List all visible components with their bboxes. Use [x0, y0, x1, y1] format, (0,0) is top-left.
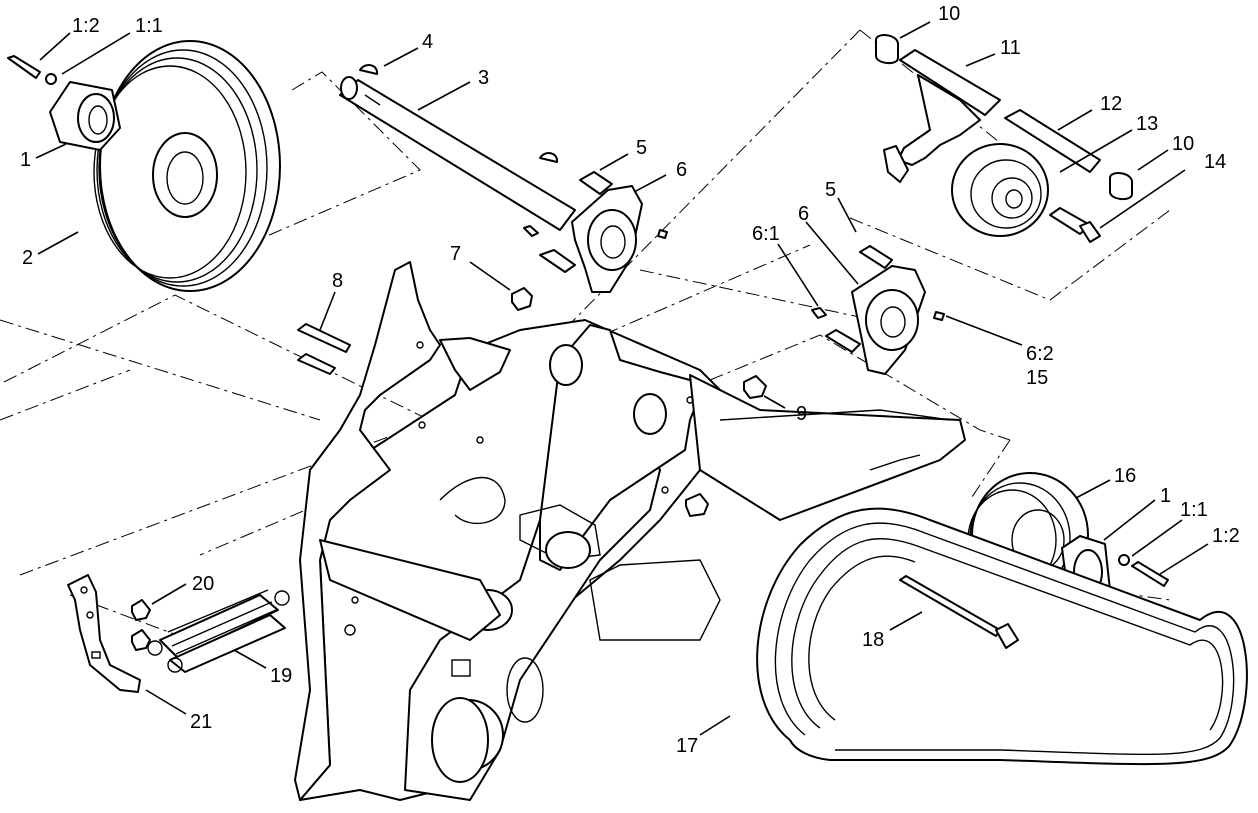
flange-bearing-upper — [523, 171, 668, 293]
drive-shaft — [339, 76, 576, 231]
callout-6-b: 6 — [798, 203, 809, 225]
callout-1-2-bottom: 1:2 — [1212, 525, 1240, 547]
extension-springs — [147, 589, 290, 673]
woodruff-key — [359, 64, 559, 163]
hex-nut-9 — [685, 375, 767, 517]
callout-5-a: 5 — [636, 137, 647, 159]
flange-bearing-lower — [811, 245, 945, 375]
callout-20: 20 — [192, 573, 214, 595]
callout-10-b: 10 — [1172, 133, 1194, 155]
callout-6-a: 6 — [676, 159, 687, 181]
spring-bracket — [67, 574, 141, 693]
callout-15: 15 — [1026, 367, 1048, 389]
idler-arm-assembly — [875, 34, 1133, 243]
bolt-and-washer-top — [7, 55, 57, 85]
callout-1-1-top: 1:1 — [135, 15, 163, 37]
callout-9: 9 — [796, 403, 807, 425]
long-bolt-18 — [899, 575, 1019, 649]
callout-1-bottom: 1 — [1160, 485, 1171, 507]
callout-6-1: 6:1 — [752, 223, 780, 245]
callout-2: 2 — [22, 247, 33, 269]
callout-1-top: 1 — [20, 149, 31, 171]
callout-1-1-bottom: 1:1 — [1180, 499, 1208, 521]
callout-19: 19 — [270, 665, 292, 687]
hex-nut-7 — [511, 287, 533, 311]
callout-leaders — [35, 21, 1209, 736]
callout-labels: 1:2 1:1 1 2 3 4 5 6 7 8 9 10 11 12 13 10… — [20, 3, 1240, 757]
callout-14: 14 — [1204, 151, 1226, 173]
callout-12: 12 — [1100, 93, 1122, 115]
callout-11: 11 — [1000, 37, 1021, 59]
hex-nuts-20 — [131, 599, 151, 651]
callout-21: 21 — [190, 711, 212, 733]
callout-8: 8 — [332, 270, 343, 292]
callout-18: 18 — [862, 629, 884, 651]
callout-7: 7 — [450, 243, 461, 265]
carriage-bolts-8 — [297, 323, 351, 375]
callout-5-b: 5 — [825, 179, 836, 201]
callout-3: 3 — [478, 67, 489, 89]
callout-1-2-top: 1:2 — [72, 15, 100, 37]
callout-6-2: 6:2 — [1026, 343, 1054, 365]
callout-16: 16 — [1114, 465, 1136, 487]
callout-13: 13 — [1136, 113, 1158, 135]
callout-17: 17 — [676, 735, 698, 757]
callout-10-a: 10 — [938, 3, 960, 25]
frame-assembly — [294, 261, 966, 801]
taper-bushing-top — [49, 81, 121, 151]
callout-4: 4 — [422, 31, 433, 53]
large-pulley — [93, 40, 281, 292]
